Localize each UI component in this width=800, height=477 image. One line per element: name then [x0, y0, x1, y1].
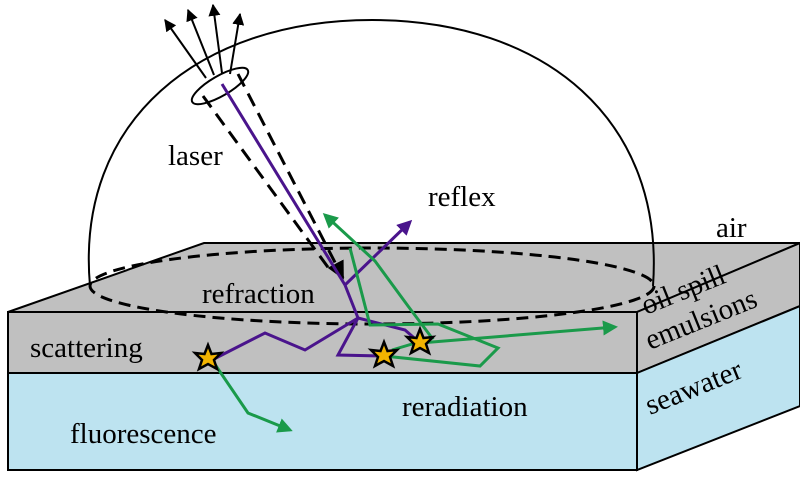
receiver-arrow	[208, 3, 223, 74]
receiver-arrow	[186, 8, 215, 76]
fluorescence-label: fluorescence	[70, 418, 217, 450]
fluorescence-loop-path	[348, 247, 501, 368]
star-icon	[367, 338, 401, 369]
fluorescence-right-path	[419, 320, 618, 345]
reflex-label: reflex	[428, 181, 496, 213]
laser-beam-edge	[236, 73, 345, 280]
seawater-layer-side	[636, 304, 800, 472]
reradiation-label: reradiation	[402, 391, 528, 423]
hemisphere-outline	[87, 18, 655, 287]
laser-label: laser	[168, 140, 223, 172]
star-icon	[191, 341, 225, 372]
laser-beam-edge	[201, 95, 332, 271]
refraction-path	[211, 284, 360, 362]
refraction-path	[335, 317, 385, 358]
laser-incident-ray	[220, 83, 347, 286]
air-label: air	[716, 212, 747, 244]
receiver-arrow	[164, 19, 207, 79]
fluorescence-down-path	[210, 359, 293, 433]
scattering-label: scattering	[30, 332, 143, 364]
refraction-label: refraction	[202, 278, 315, 310]
oil-layer-side	[636, 241, 800, 375]
lens-icon	[190, 66, 250, 106]
star-icon	[403, 325, 437, 356]
receiver-arrow	[229, 12, 245, 75]
